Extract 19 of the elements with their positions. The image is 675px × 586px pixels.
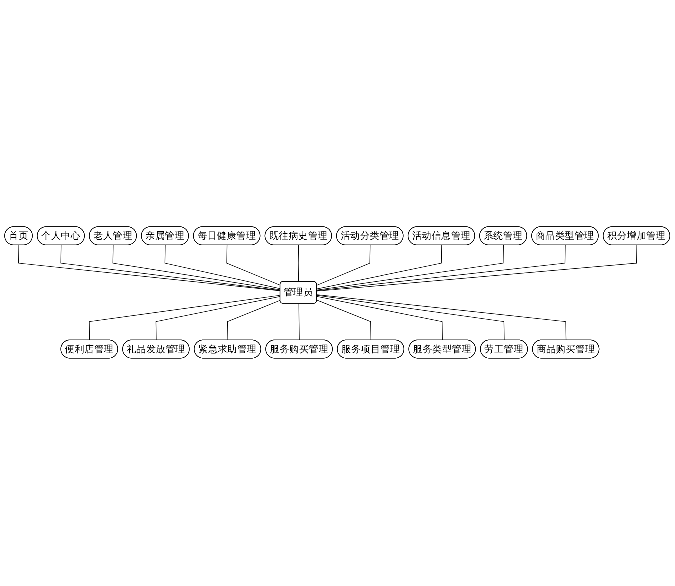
connector xyxy=(89,296,281,342)
connector xyxy=(164,246,281,290)
connector xyxy=(316,296,505,342)
connector xyxy=(316,246,442,290)
connector xyxy=(316,246,504,291)
connector xyxy=(316,246,566,292)
connector xyxy=(316,296,443,342)
connector xyxy=(60,246,281,292)
connector xyxy=(316,246,371,286)
connector xyxy=(226,246,281,286)
connector xyxy=(18,246,281,292)
connector xyxy=(316,246,638,292)
connector xyxy=(298,246,300,283)
connector xyxy=(156,296,281,342)
connector xyxy=(316,300,372,342)
connector xyxy=(227,300,281,342)
connector xyxy=(316,295,567,342)
connector xyxy=(112,246,281,291)
connector xyxy=(298,304,300,342)
